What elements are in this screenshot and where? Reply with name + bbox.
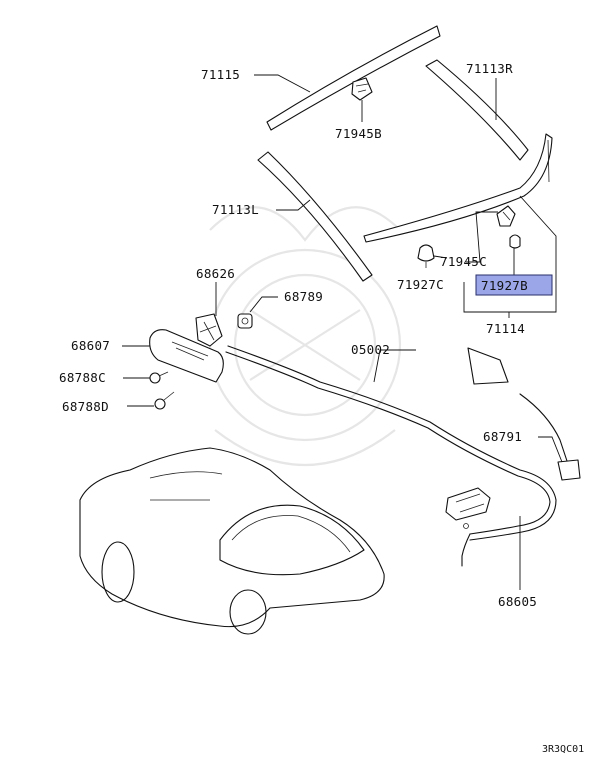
drawing-code: 3R3QC01 — [542, 744, 584, 755]
watermark-emblem — [208, 206, 402, 466]
callout-71114[interactable]: 71114 — [486, 321, 525, 336]
part-68788D-screw — [154, 391, 175, 410]
callout-labels[interactable]: 71115 71945B 71113R 71113L 68626 68789 7… — [59, 61, 537, 609]
part-68791-cable-end — [467, 347, 581, 481]
leader-lines — [122, 74, 563, 590]
part-71945B-clip — [351, 77, 373, 101]
highlight-box — [475, 274, 553, 296]
part-68607-handle — [149, 329, 224, 383]
callout-71927B[interactable]: 71927B — [481, 278, 528, 293]
part-68789-grommet — [237, 313, 253, 329]
part-71115-strip — [266, 25, 441, 131]
callout-68788D[interactable]: 68788D — [62, 399, 109, 414]
callout-71113L[interactable]: 71113L — [212, 202, 259, 217]
part-71113R-strip — [425, 59, 529, 161]
callout-68607[interactable]: 68607 — [71, 338, 110, 353]
callout-05002[interactable]: 05002 — [351, 342, 390, 357]
callout-71115[interactable]: 71115 — [201, 67, 240, 82]
callout-71113R[interactable]: 71113R — [466, 61, 513, 76]
part-71945C-clip — [496, 205, 516, 227]
callout-71927C[interactable]: 71927C — [397, 277, 444, 292]
callout-68626[interactable]: 68626 — [196, 266, 235, 281]
callout-68789[interactable]: 68789 — [284, 289, 323, 304]
part-71927C-clip — [417, 244, 435, 268]
callout-68791[interactable]: 68791 — [483, 429, 522, 444]
part-68626-lock — [195, 313, 223, 347]
callout-68788C[interactable]: 68788C — [59, 370, 106, 385]
part-71927B-clip — [509, 234, 521, 249]
callout-71945B[interactable]: 71945B — [335, 126, 382, 141]
part-68788C-screw — [149, 371, 169, 384]
part-71114-strip — [363, 133, 553, 243]
car-outline — [79, 447, 385, 635]
callout-71945C[interactable]: 71945C — [440, 254, 487, 269]
part-71113L-strip — [257, 151, 373, 282]
callout-68605[interactable]: 68605 — [498, 594, 537, 609]
part-68605-latch — [445, 487, 491, 529]
